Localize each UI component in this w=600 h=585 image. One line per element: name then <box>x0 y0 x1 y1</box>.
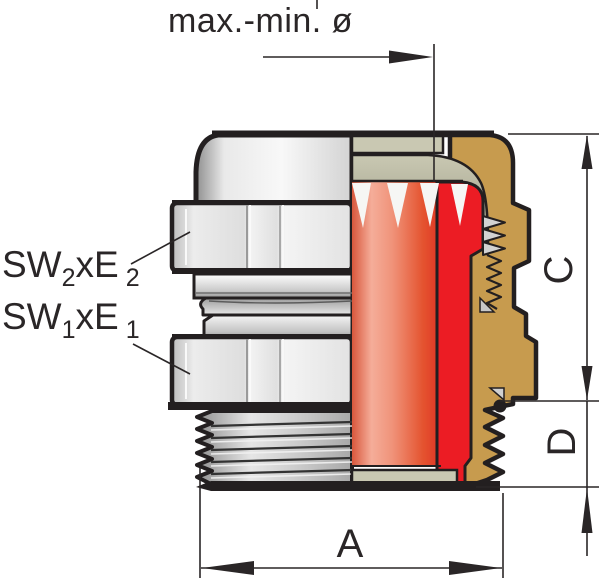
seal-insert-section <box>352 179 485 488</box>
bottom-edge <box>196 481 500 491</box>
centerline <box>316 0 435 182</box>
dimension-c-line <box>581 135 593 400</box>
external-thread-left <box>195 409 354 486</box>
hex-nut-sw1 <box>168 334 355 410</box>
diameter-arrow <box>263 50 433 64</box>
lamella-triangles <box>352 183 468 228</box>
diameter-label: max.-min. ø <box>168 2 353 40</box>
ring-collar <box>192 272 354 339</box>
hex-nut-sw2 <box>169 200 355 274</box>
label-dim-c: C <box>537 255 581 285</box>
internal-thread-zigzag <box>479 253 503 313</box>
serration-teeth <box>482 215 506 256</box>
leader-lines <box>130 231 191 375</box>
dimension-a-line <box>201 561 502 575</box>
dimension-d-line <box>581 401 593 556</box>
o-ring <box>487 387 507 413</box>
dimension-extension-lines <box>199 133 599 578</box>
label-dim-a: A <box>336 522 364 566</box>
label-dim-d: D <box>540 427 584 457</box>
cap-dome <box>193 132 355 207</box>
